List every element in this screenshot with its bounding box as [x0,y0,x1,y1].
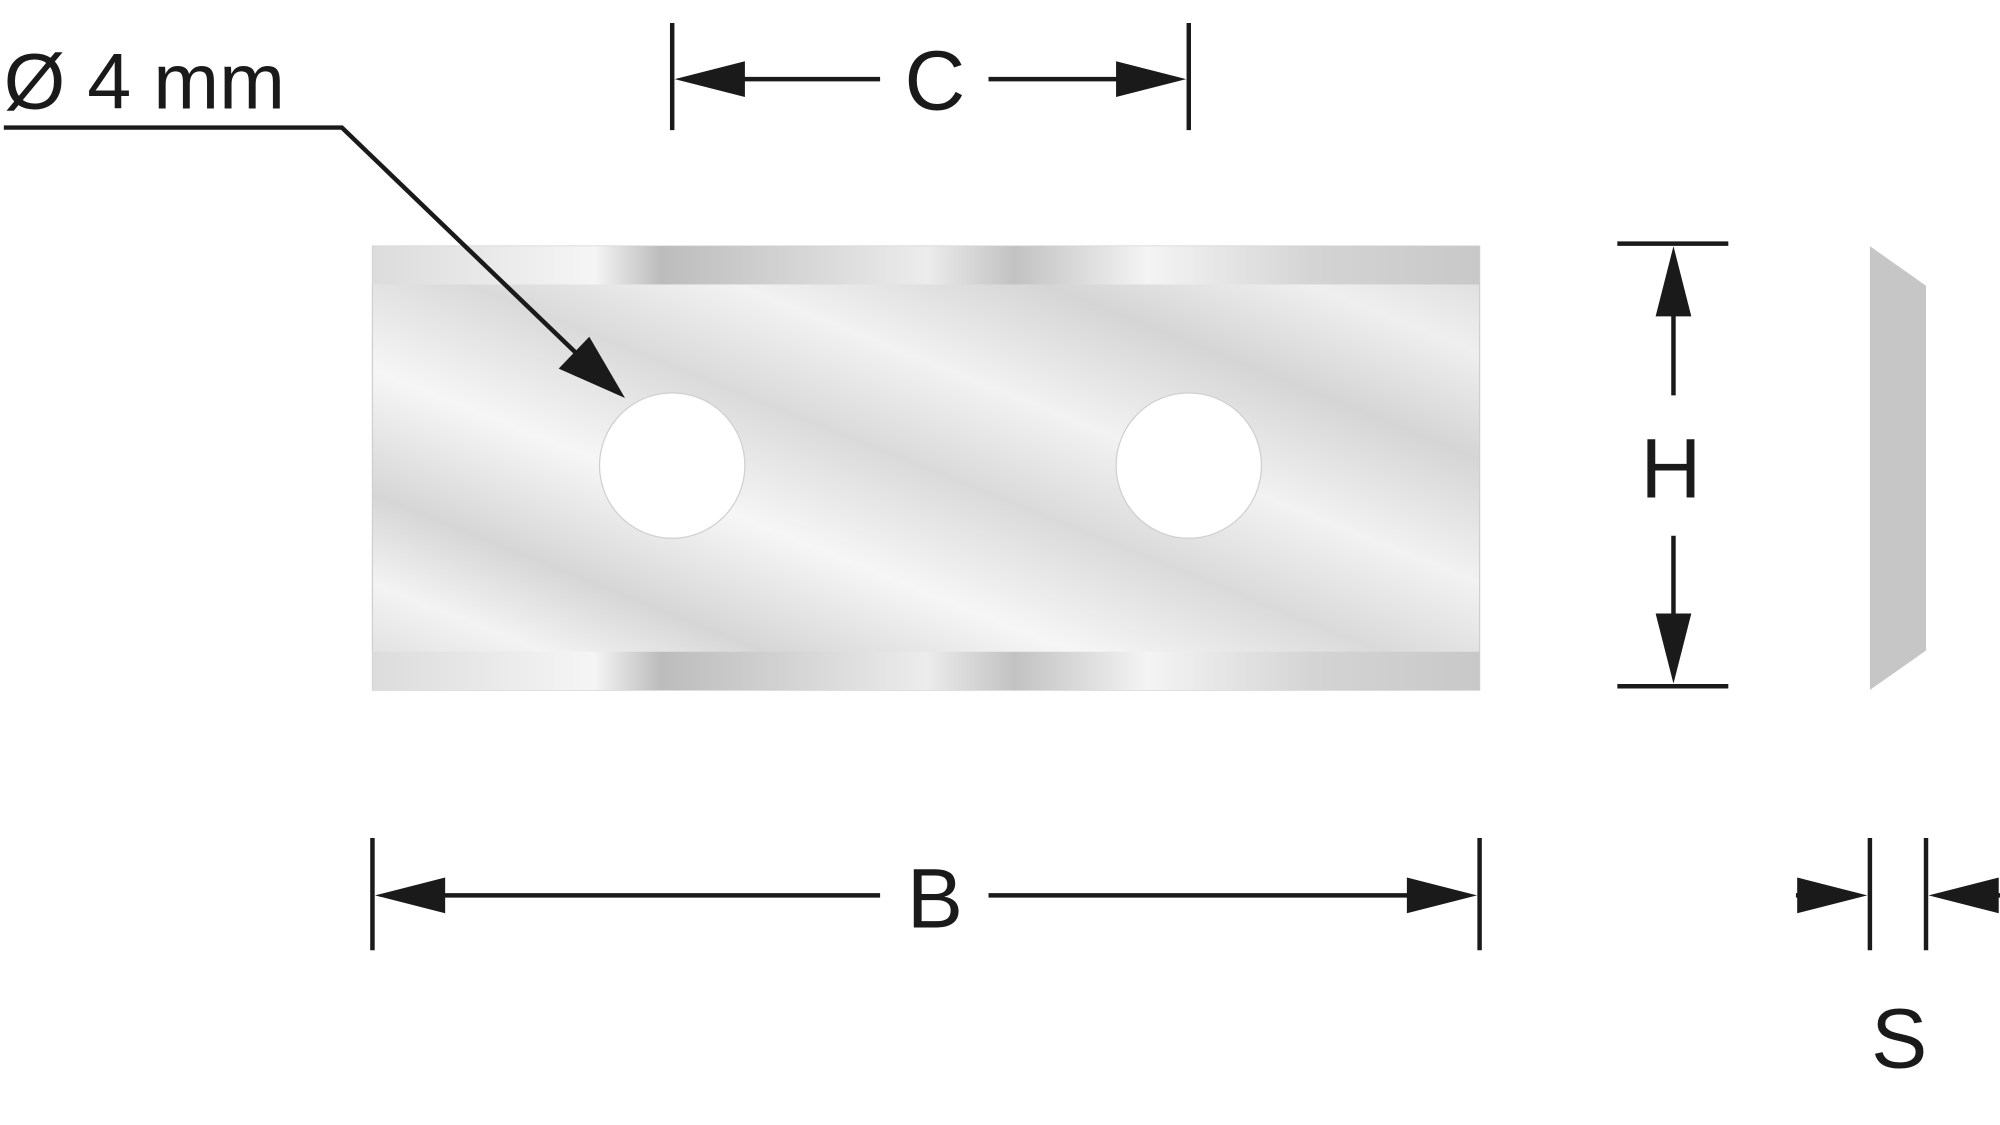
top-cutting-edge [372,246,1480,285]
insert-side-view [1869,246,1927,691]
bottom-cutting-edge [372,651,1480,691]
hole-leader-arrow [3,125,625,398]
dimension-b-label: B [907,851,963,945]
dimension-c-label: C [905,34,966,128]
dimension-c: C [669,22,1192,131]
dimension-h-label: H [1641,421,1702,515]
insert-plate-front-view [371,245,1481,691]
hole-diameter-label: Ø 4 mm [4,36,285,125]
plate-body [371,245,1481,691]
dimension-s: S [1795,838,2000,1086]
mounting-hole-left [598,392,746,539]
mounting-hole-right [1115,392,1263,539]
dimension-h: H [1617,241,1729,689]
dimension-s-label: S [1871,992,1927,1086]
dimension-b: B [370,838,1482,951]
